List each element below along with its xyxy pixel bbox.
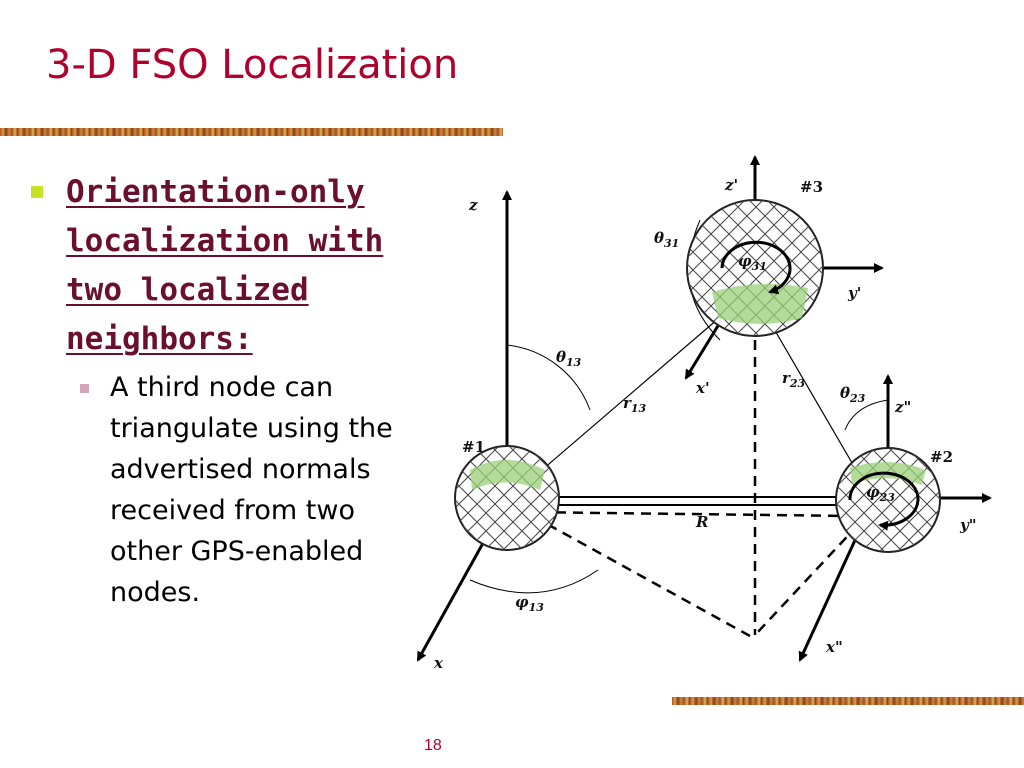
label-theta23: θ23	[840, 384, 866, 405]
decorative-band-bottom	[672, 697, 1024, 705]
label-z: z	[468, 196, 478, 214]
dashed-1-to-2	[521, 510, 853, 518]
slide-title: 3-D FSO Localization	[46, 42, 459, 88]
label-node-2: #2	[930, 448, 953, 466]
main-bullet-heading: Orientation-only localization with two l…	[66, 174, 384, 357]
label-z-dprime: z"	[894, 398, 911, 416]
label-theta31: θ31	[654, 229, 679, 250]
theta13-arc	[506, 344, 591, 411]
label-phi13: φ13	[515, 593, 544, 614]
node-3-sphere	[686, 199, 824, 337]
dashed-2-to-foot	[755, 524, 859, 635]
label-node-1: #1	[462, 438, 485, 456]
label-R: R	[695, 513, 708, 531]
label-z-prime: z'	[724, 176, 738, 194]
node-1-sphere	[454, 445, 560, 551]
x-dprime-axis	[798, 524, 864, 662]
label-y-dprime: y"	[959, 516, 977, 534]
label-phi31: φ31	[738, 252, 767, 273]
theta23-arc	[844, 399, 889, 431]
label-r13: r13	[623, 394, 647, 415]
bullet-marker	[31, 186, 43, 198]
label-x-dprime: x"	[825, 638, 843, 656]
label-phi23: φ23	[866, 483, 895, 504]
decorative-band-top	[0, 128, 503, 136]
sub-bullet-marker	[80, 384, 89, 393]
r23-line	[769, 321, 863, 481]
label-theta13: θ13	[556, 348, 582, 369]
label-y-prime: y'	[847, 284, 861, 302]
label-x: x	[433, 654, 444, 672]
page-number: 18	[424, 737, 442, 754]
node-2-sphere	[835, 447, 941, 553]
label-r23: r23	[782, 369, 806, 390]
label-x-prime: x'	[695, 379, 710, 397]
phi13-arc	[469, 569, 599, 594]
sub-bullet-text: A third node can triangulate using the a…	[110, 372, 393, 608]
label-node-3: #3	[800, 178, 823, 196]
dashed-1-to-foot	[517, 506, 751, 638]
